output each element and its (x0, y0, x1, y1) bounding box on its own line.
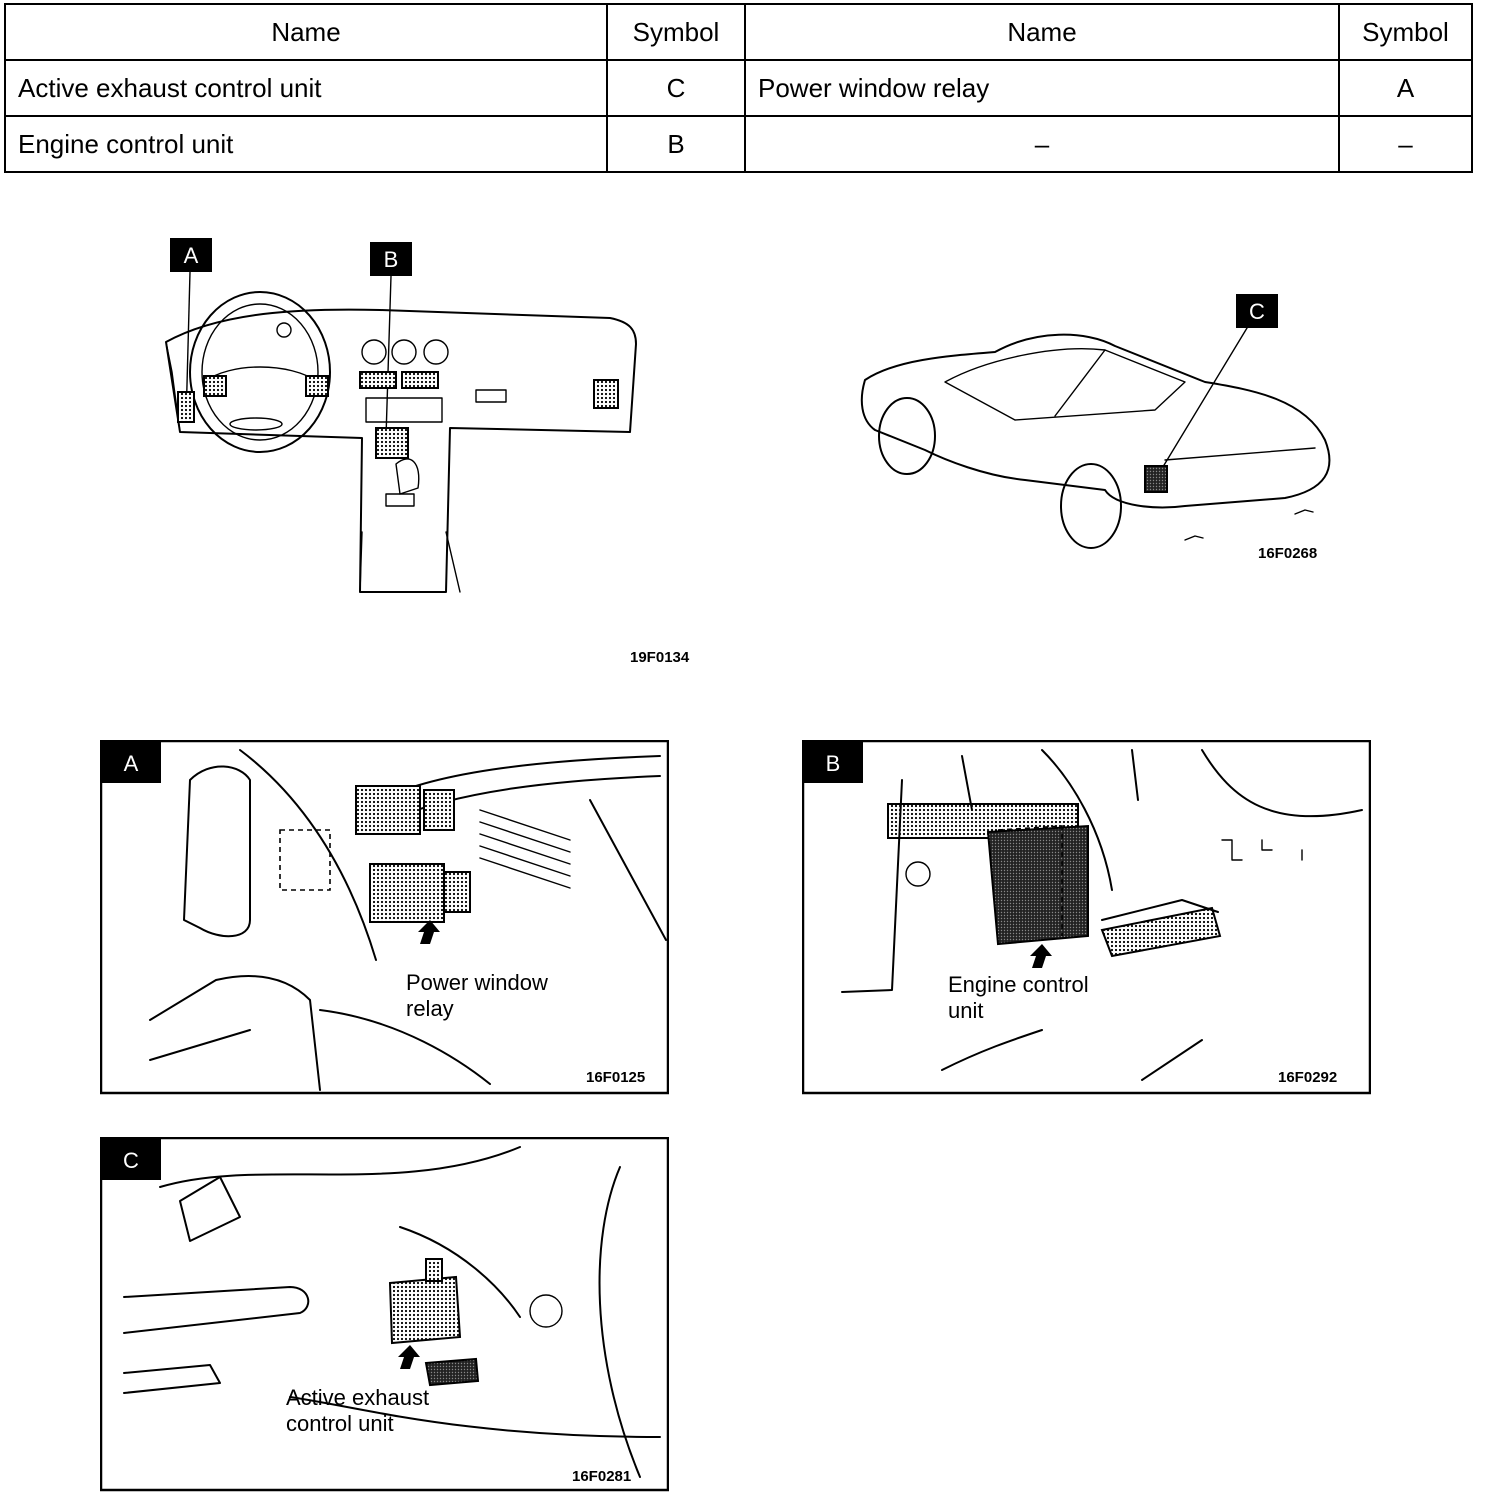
figure-code: 16F0125 (586, 1069, 645, 1086)
figure-code: 16F0292 (1278, 1069, 1337, 1086)
callout-active-exhaust-control-unit-2: control unit (286, 1411, 394, 1436)
table-row: Active exhaust control unit C Power wind… (4, 59, 1473, 117)
detail-tag-label: A (124, 751, 139, 776)
callout-active-exhaust-control-unit: Active exhaust (286, 1385, 429, 1410)
car-overview-figure: C 16F0268 (855, 290, 1345, 565)
tag-a (170, 238, 212, 272)
tag-c-label: C (1249, 299, 1265, 324)
cell-name: – (744, 115, 1340, 173)
detail-tag-label: C (123, 1148, 139, 1173)
tag-a-label: A (184, 243, 199, 268)
callout-engine-control-unit-2: unit (948, 998, 983, 1023)
cell-name: Power window relay (744, 59, 1340, 117)
component-location-table: Name Symbol Name Symbol Active exhaust c… (4, 3, 1473, 173)
tag-b (370, 242, 412, 276)
cell-name: Engine control unit (4, 115, 608, 173)
table-header-row: Name Symbol Name Symbol (4, 3, 1473, 61)
tag-c (101, 1138, 161, 1180)
tag-b (803, 741, 863, 783)
detail-b-figure: B Engine control unit 16F0292 (802, 740, 1371, 1095)
table-row: Engine control unit B – – (4, 115, 1473, 173)
cell-symbol: C (606, 59, 746, 117)
dashboard-overview-figure: A B 19F0134 (160, 232, 720, 672)
detail-tag-label: B (826, 751, 841, 776)
cell-symbol: – (1338, 115, 1473, 173)
cell-symbol: A (1338, 59, 1473, 117)
header-name-2: Name (744, 3, 1340, 61)
tag-b-label: B (384, 247, 399, 272)
tag-a (101, 741, 161, 783)
detail-c-figure: C Active exhaust control unit 16F0281 (100, 1137, 669, 1492)
callout-power-window-relay: Power window (406, 970, 548, 995)
cell-symbol: B (606, 115, 746, 173)
callout-engine-control-unit: Engine control (948, 972, 1089, 997)
header-name-1: Name (4, 3, 608, 61)
tag-c (1236, 294, 1278, 328)
cell-name: Active exhaust control unit (4, 59, 608, 117)
callout-power-window-relay-2: relay (406, 996, 454, 1021)
figure-code: 16F0268 (1258, 545, 1317, 562)
header-symbol-1: Symbol (606, 3, 746, 61)
detail-a-figure: A Power window relay 16F0125 (100, 740, 669, 1095)
figure-code: 16F0281 (572, 1468, 631, 1485)
figure-code: 19F0134 (630, 649, 690, 666)
header-symbol-2: Symbol (1338, 3, 1473, 61)
